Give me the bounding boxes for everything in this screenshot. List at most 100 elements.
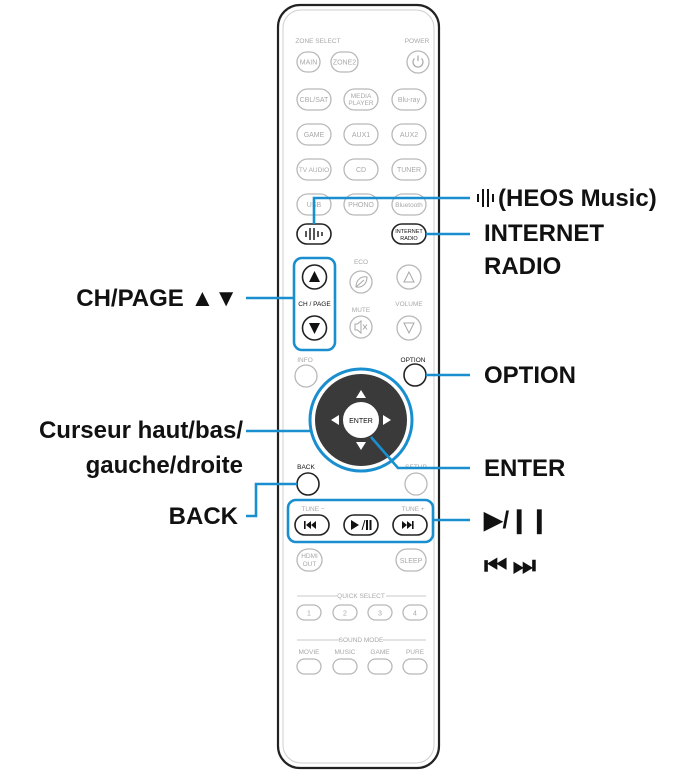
main-button-label: MAIN xyxy=(300,60,318,67)
tune-minus-label: TUNE − xyxy=(301,506,325,513)
music-button[interactable] xyxy=(332,658,358,675)
heos-leader-line xyxy=(312,196,470,224)
enter-leader-line xyxy=(370,436,470,470)
tv-audio-button[interactable] xyxy=(296,158,332,181)
quick-select-3-button[interactable] xyxy=(367,604,393,621)
info-label: INFO xyxy=(297,357,313,364)
hdmi-out-button[interactable] xyxy=(296,548,323,572)
callout-play-pause: ▶/❙❙ xyxy=(484,507,550,534)
play-pause-button[interactable] xyxy=(343,514,379,536)
cbl-sat-button[interactable] xyxy=(296,88,332,111)
callout-heos-music: (HEOS Music) xyxy=(498,185,657,212)
movie-button[interactable] xyxy=(296,658,322,675)
cbl-sat-label: CBL/SAT xyxy=(300,97,329,104)
hdmi-out-label-1: HDMI xyxy=(301,553,318,560)
game-label: GAME xyxy=(304,132,325,139)
setup-button[interactable] xyxy=(404,472,428,496)
back-label: BACK xyxy=(297,464,315,471)
hdmi-out-label-2: OUT xyxy=(303,561,317,568)
tuner-label: TUNER xyxy=(397,167,421,174)
power-icon xyxy=(412,55,424,68)
cursor-dpad-highlight xyxy=(308,367,414,473)
heos-icon xyxy=(305,228,323,240)
bluray-label: Blu-ray xyxy=(398,97,421,104)
cursor-right-icon xyxy=(383,415,391,425)
eco-leaf-icon xyxy=(355,276,368,288)
volume-down-button[interactable] xyxy=(396,315,422,341)
callout-option: OPTION xyxy=(484,362,577,389)
aux1-button[interactable] xyxy=(343,123,379,146)
zone-select-label: ZONE SELECT xyxy=(295,38,340,45)
qs3-label: 3 xyxy=(378,611,382,618)
quick-select-label: QUICK SELECT xyxy=(337,593,385,600)
cd-label: CD xyxy=(356,167,366,174)
skip-forward-icon xyxy=(402,521,414,529)
power-label: POWER xyxy=(405,38,430,45)
media-player-label-2: PLAYER xyxy=(348,100,373,107)
ch-page-label: CH / PAGE xyxy=(298,301,331,308)
media-player-label-1: MEDIA xyxy=(351,93,372,100)
callout-skip: ⏮ ⏭ xyxy=(484,550,536,580)
volume-up-icon xyxy=(403,270,415,283)
game-mode-button[interactable] xyxy=(367,658,393,675)
option-label: OPTION xyxy=(401,357,426,364)
callout-internet-radio-line2: RADIO xyxy=(484,253,562,280)
volume-label: VOLUME xyxy=(395,301,423,308)
game-mode-label: GAME xyxy=(370,649,390,656)
ch-page-highlight xyxy=(292,256,337,352)
main-button[interactable] xyxy=(296,51,321,73)
qs2-label: 2 xyxy=(343,611,347,618)
callout-ch-page: CH/PAGE ▲▼ xyxy=(76,285,238,312)
callout-cursor-line1: Curseur haut/bas/ xyxy=(38,417,243,444)
play-pause-icon xyxy=(351,519,372,531)
bluray-button[interactable] xyxy=(391,88,427,111)
internet-radio-label-2: RADIO xyxy=(400,236,418,242)
volume-up-button[interactable] xyxy=(396,264,422,290)
eco-label: ECO xyxy=(354,259,368,266)
arrow-up-icon xyxy=(309,271,320,282)
enter-button-label: ENTER xyxy=(349,418,373,425)
tuner-button[interactable] xyxy=(391,158,427,181)
callout-internet-radio-line1: INTERNET xyxy=(484,220,604,247)
cd-button[interactable] xyxy=(343,158,379,181)
callout-cursor-line2: gauche/droite xyxy=(85,452,243,479)
internet-radio-label-1: INTERNET xyxy=(395,229,423,235)
option-button[interactable] xyxy=(403,363,427,387)
remote-inner-outline xyxy=(282,9,435,764)
sleep-label: SLEEP xyxy=(400,558,423,565)
movie-label: MOVIE xyxy=(299,649,321,656)
tune-plus-label: TUNE + xyxy=(401,506,425,513)
quick-select-1-button[interactable] xyxy=(296,604,322,621)
pure-button[interactable] xyxy=(402,658,428,675)
bluetooth-label: Bluetooth xyxy=(395,202,423,209)
callout-back: BACK xyxy=(168,503,238,530)
quick-select-4-button[interactable] xyxy=(402,604,428,621)
back-button[interactable] xyxy=(296,472,320,496)
mute-label: MUTE xyxy=(352,307,371,314)
aux1-label: AUX1 xyxy=(352,132,370,139)
callout-enter: ENTER xyxy=(484,455,566,482)
info-button[interactable] xyxy=(294,364,318,388)
aux2-button[interactable] xyxy=(391,123,427,146)
zone2-button-label: ZONE2 xyxy=(333,60,356,67)
enter-button[interactable] xyxy=(341,400,381,440)
back-leader-line xyxy=(246,482,297,518)
power-button[interactable] xyxy=(406,50,430,74)
zone2-button[interactable] xyxy=(330,51,359,73)
tv-audio-label: TV AUDIO xyxy=(299,167,329,174)
qs1-label: 1 xyxy=(307,611,311,618)
quick-select-2-button[interactable] xyxy=(332,604,358,621)
game-button[interactable] xyxy=(296,123,332,146)
cursor-down-icon xyxy=(356,442,366,450)
music-label: MUSIC xyxy=(335,649,356,656)
media-player-button[interactable] xyxy=(343,88,379,111)
pure-label: PURE xyxy=(406,649,425,656)
volume-down-icon xyxy=(403,322,415,335)
mute-icon xyxy=(354,319,368,335)
heos-callout-icon xyxy=(477,189,494,207)
cursor-left-icon xyxy=(331,415,339,425)
cursor-up-icon xyxy=(356,390,366,398)
sleep-button[interactable] xyxy=(395,548,427,572)
